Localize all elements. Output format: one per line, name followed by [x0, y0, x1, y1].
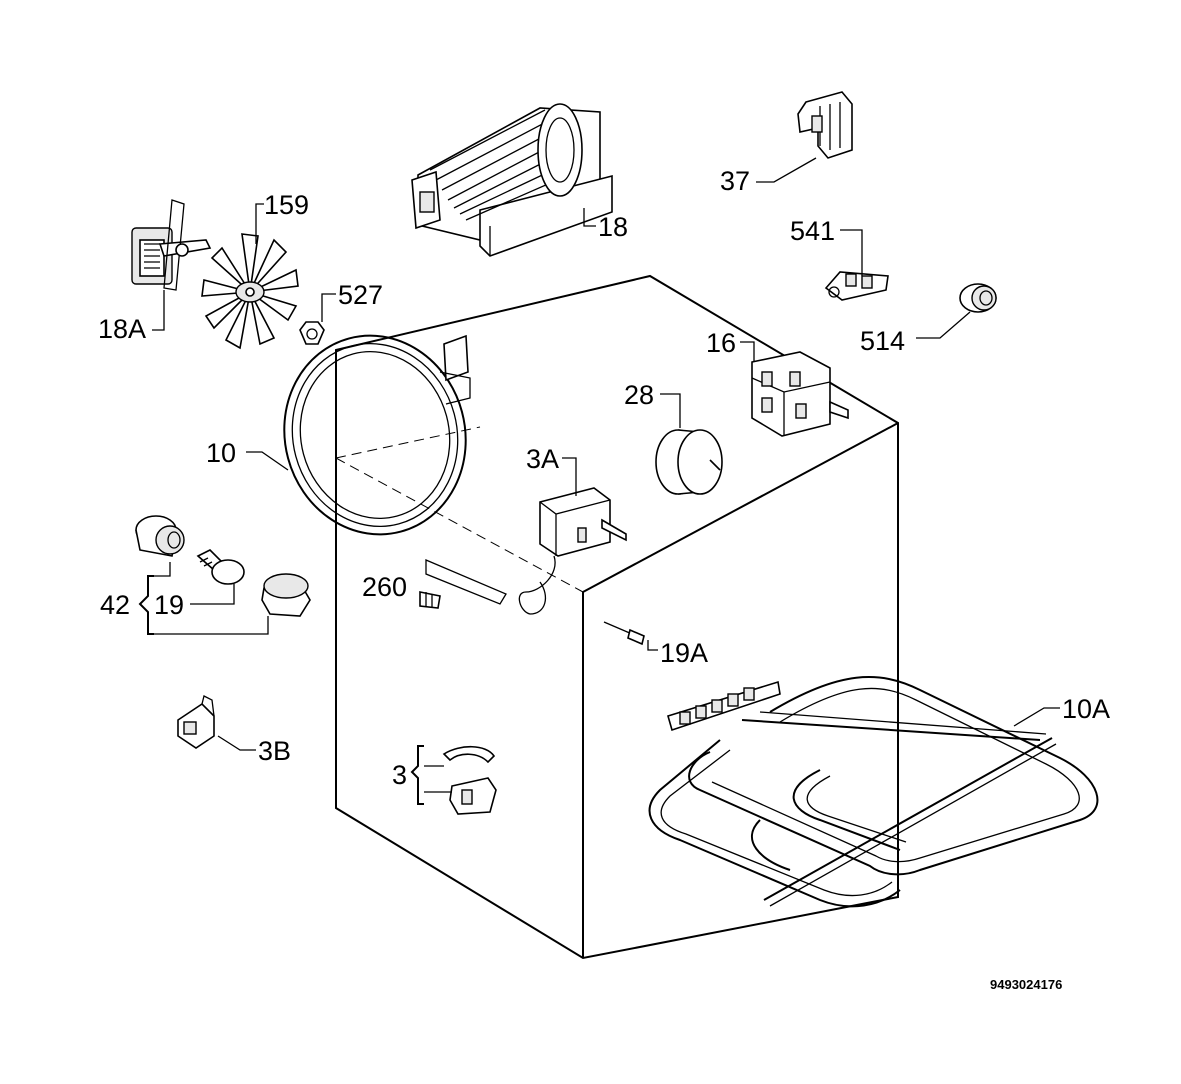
label-3a: 3A — [526, 444, 559, 474]
label-3-group: 3 — [392, 745, 452, 805]
tangential-fan-part — [411, 103, 613, 257]
label-10a-group: 10A — [1013, 694, 1110, 727]
label-42-group: 42 — [100, 562, 269, 635]
label-260-group: 260 — [362, 572, 407, 602]
label-3: 3 — [392, 760, 407, 790]
label-37: 37 — [720, 166, 750, 196]
sensor-19a-part — [603, 621, 645, 646]
label-541-group: 541 — [790, 216, 863, 276]
label-18-group: 18 — [583, 208, 628, 242]
document-number: 9493024176 — [990, 977, 1062, 992]
terminal-block-part — [824, 271, 889, 301]
label-514: 514 — [860, 326, 905, 356]
selector-switch-part — [751, 351, 849, 437]
label-18: 18 — [598, 212, 628, 242]
clamp-part — [442, 745, 497, 815]
label-10a: 10A — [1062, 694, 1110, 724]
nut-part — [299, 321, 325, 345]
label-16: 16 — [706, 328, 736, 358]
label-10-group: 10 — [206, 438, 289, 471]
label-37-group: 37 — [720, 157, 817, 196]
label-527: 527 — [338, 280, 383, 310]
label-10: 10 — [206, 438, 236, 468]
connector-37-part — [797, 91, 853, 159]
lamp-glass-cover-part — [261, 573, 311, 617]
fan-blade-part — [201, 233, 299, 350]
thermostat-part — [425, 487, 627, 615]
thermal-cutout-part — [177, 695, 215, 749]
label-260: 260 — [362, 572, 407, 602]
label-527-group: 527 — [321, 280, 383, 322]
label-18a-group: 18A — [98, 290, 165, 344]
sensor-probe-part — [419, 591, 441, 609]
label-19: 19 — [154, 590, 184, 620]
label-541: 541 — [790, 216, 835, 246]
lamp-bulb-part — [196, 549, 245, 585]
label-28: 28 — [624, 380, 654, 410]
label-19-group: 19 — [154, 584, 235, 620]
fan-motor-part — [131, 199, 212, 291]
label-28-group: 28 — [624, 380, 681, 428]
grommet-part — [959, 283, 997, 313]
label-3b-group: 3B — [217, 735, 291, 766]
label-514-group: 514 — [860, 311, 971, 356]
label-3a-group: 3A — [526, 444, 577, 496]
grill-element-part — [648, 676, 1099, 908]
lamp-holder-part — [135, 515, 185, 557]
label-16-group: 16 — [706, 328, 755, 362]
label-19a: 19A — [660, 638, 708, 668]
oven-cavity-outline — [335, 274, 899, 960]
timer-part — [655, 429, 723, 495]
label-159: 159 — [264, 190, 309, 220]
label-18a: 18A — [98, 314, 146, 344]
label-3b: 3B — [258, 736, 291, 766]
label-42: 42 — [100, 590, 130, 620]
label-19a-group: 19A — [647, 638, 708, 668]
circular-element-part — [283, 334, 471, 536]
label-159-group: 159 — [255, 190, 309, 244]
